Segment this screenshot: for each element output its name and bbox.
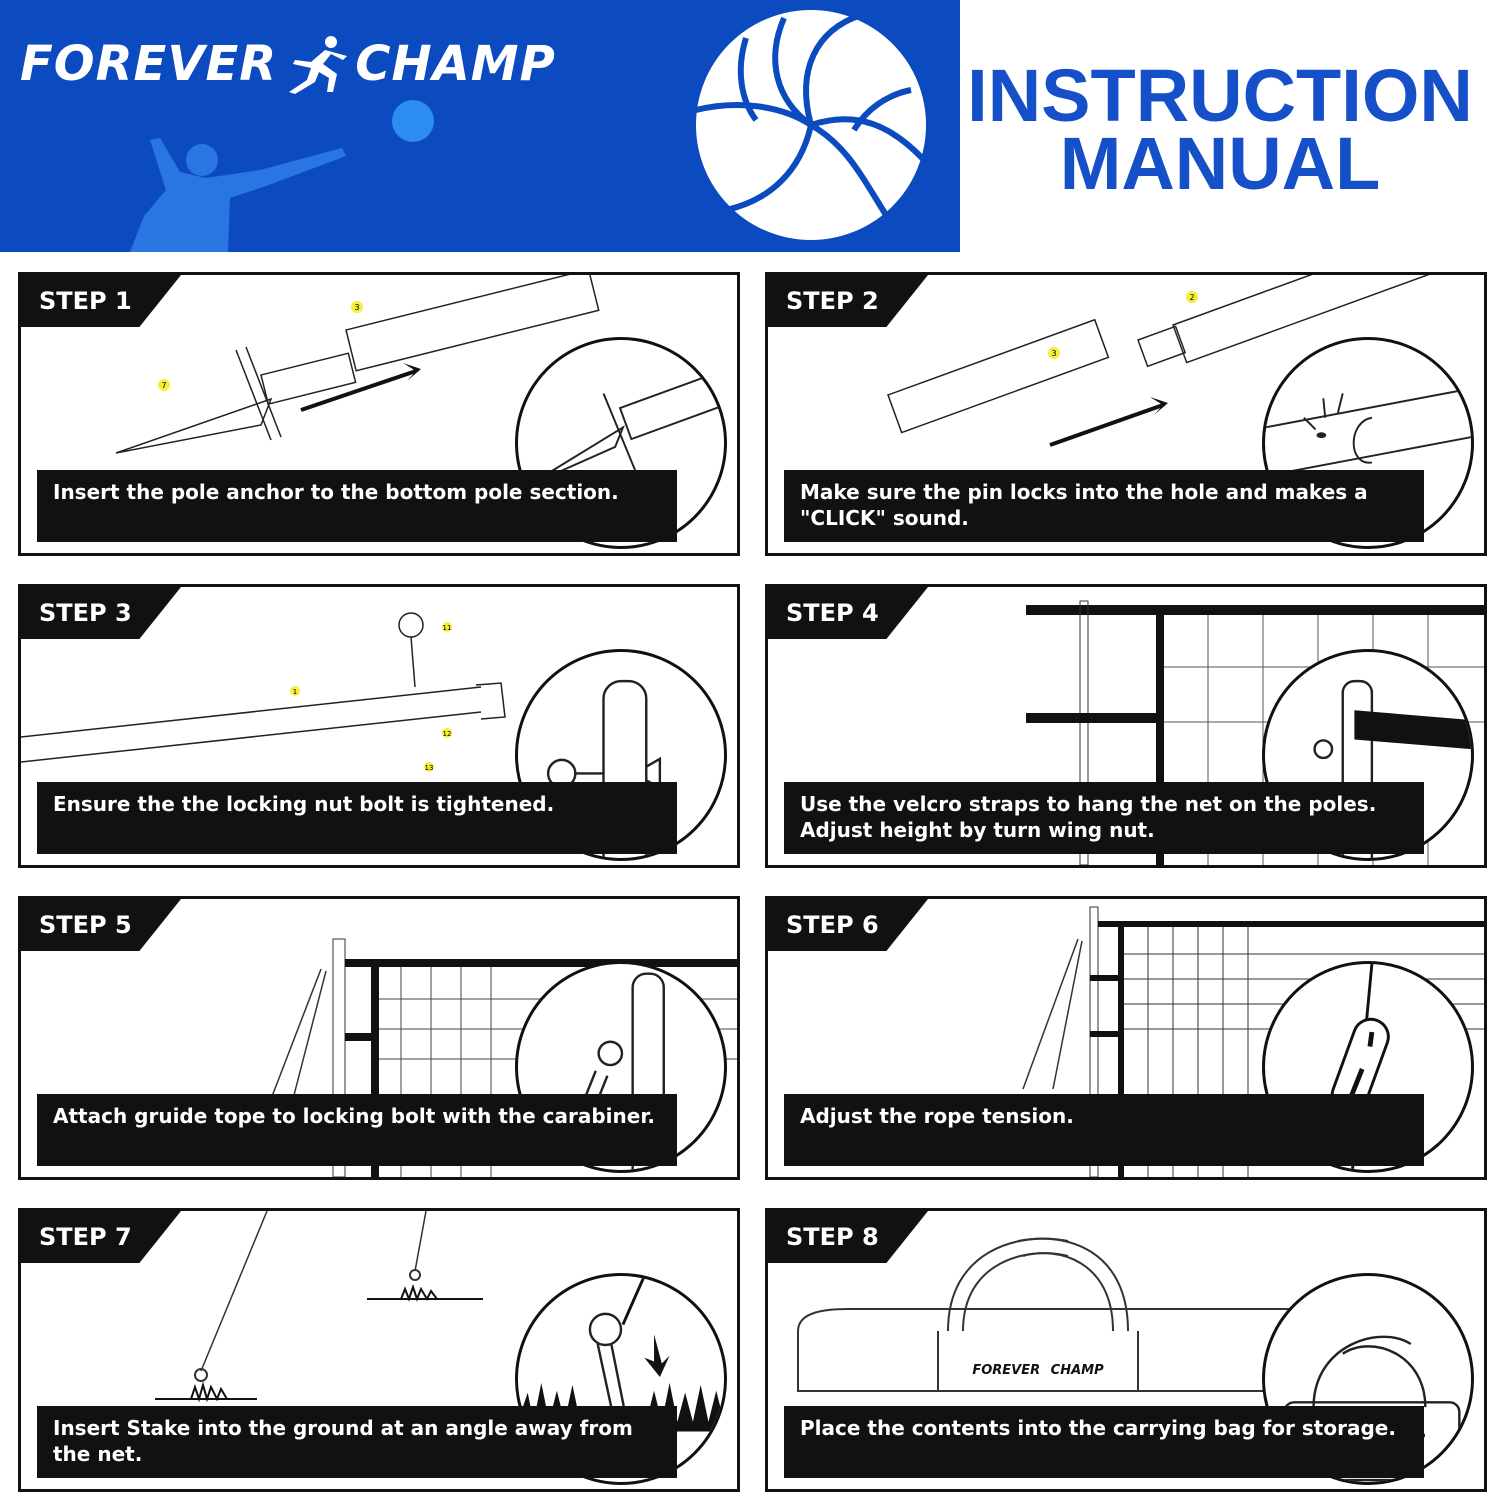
step-1-illustration: 3 7 (115, 275, 600, 454)
part-3-label-step2: 3 (1051, 349, 1056, 358)
step-6-panel: STEP 6 Adjust the rope tension. (765, 896, 1487, 1180)
title-line-2: MANUAL (1059, 122, 1381, 205)
title-line-1: INSTRUCTION (967, 54, 1473, 137)
volleyball-player-icon (130, 138, 346, 252)
step-2-caption: Make sure the pin locks into the hole an… (784, 470, 1424, 542)
runner-logo-icon (289, 36, 348, 94)
step-5-panel: STEP 5 Attach gruide tope to locking bol… (18, 896, 740, 1180)
step-6-caption: Adjust the rope tension. (784, 1094, 1424, 1166)
step-4-panel: STEP 4 Use the velcro straps to hang the… (765, 584, 1487, 868)
step-2-panel: 2 3 STEP 2 Make sure the pin locks into … (765, 272, 1487, 556)
step-5-caption: Attach gruide tope to locking bolt with … (37, 1094, 677, 1166)
part-2-label: 2 (1189, 293, 1194, 302)
step-8-panel: FOREVER CHAMP FOREVER CHAMP STEP 8 Place… (765, 1208, 1487, 1492)
volleyball-icon (690, 4, 932, 246)
brand-logo: FOREVER CHAMP (20, 34, 556, 94)
page-title: INSTRUCTION MANUAL (960, 54, 1480, 205)
part-11-label: 11 (443, 624, 452, 632)
step-3-illustration: 1 11 12 13 (21, 612, 506, 772)
part-12-label: 12 (443, 730, 452, 738)
svg-text:FOREVER CHAMP: FOREVER CHAMP (972, 1363, 1104, 1378)
step-7-panel: STEP 7 Insert Stake into the ground at a… (18, 1208, 740, 1492)
header-banner: FOREVER CHAMP (0, 0, 1497, 252)
step-6-illustration (1022, 906, 1484, 1177)
ball-dot-icon (392, 100, 434, 142)
brand-right: CHAMP (355, 36, 556, 92)
step-7-caption: Insert Stake into the ground at an angle… (37, 1406, 677, 1478)
anchor-closeup-icon (527, 363, 724, 487)
step-8-caption: Place the contents into the carrying bag… (784, 1406, 1424, 1478)
step-4-caption: Use the velcro straps to hang the net on… (784, 782, 1424, 854)
part-3-label: 3 (354, 303, 359, 312)
brand-left: FOREVER (20, 36, 278, 92)
step-3-caption: Ensure the the locking nut bolt is tight… (37, 782, 677, 854)
step-1-caption: Insert the pole anchor to the bottom pol… (37, 470, 677, 542)
part-7-label: 7 (161, 381, 166, 390)
part-1-label: 1 (293, 688, 297, 696)
pin-click-closeup-icon (1265, 387, 1471, 477)
part-13-label: 13 (425, 764, 434, 772)
step-3-panel: 1 11 12 13 STEP 3 Ensure the the locking… (18, 584, 740, 868)
bag-brand-right: CHAMP (1051, 1363, 1104, 1378)
bag-brand-left: FOREVER (972, 1363, 1040, 1378)
step-2-illustration: 2 3 (887, 275, 1470, 447)
blue-banner: FOREVER CHAMP (0, 0, 960, 252)
step-1-panel: 3 7 STEP 1 Insert the pole anchor to the… (18, 272, 740, 556)
velcro-strap-closeup-icon (1313, 679, 1471, 858)
step-7-illustration (155, 1211, 483, 1403)
